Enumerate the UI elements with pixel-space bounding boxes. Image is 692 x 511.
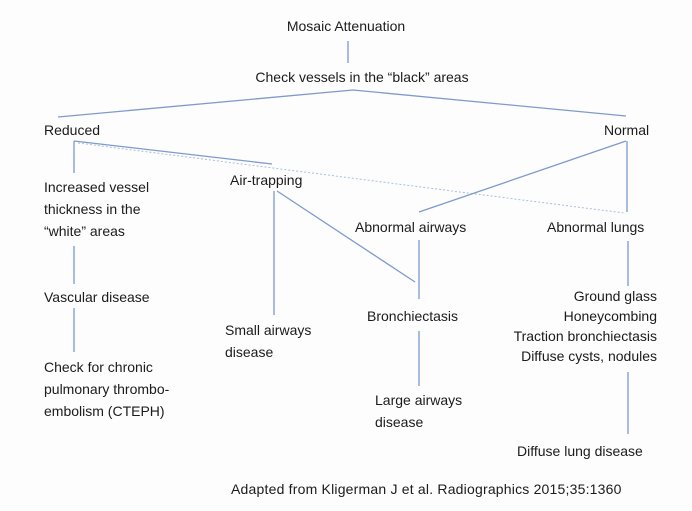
node-air-trapping: Air-trapping <box>230 172 303 188</box>
node-small-airways-disease: Small airways disease <box>225 322 312 360</box>
edge-check-vessels-to-reduced-and-normal <box>57 89 627 118</box>
node-bronchiectasis: Bronchiectasis <box>367 308 459 324</box>
node-vascular-disease: Vascular disease <box>44 289 150 305</box>
node-large-airways-disease: Large airways disease <box>375 392 463 430</box>
edge-normal-to-abnormal-airways <box>418 140 627 213</box>
node-normal: Normal <box>604 122 650 138</box>
node-parenchymal-findings: Ground glass Honeycombing Traction bronc… <box>513 288 657 364</box>
node-abnormal-airways: Abnormal airways <box>355 219 467 235</box>
edge-air-trapping-to-bronchiectasis <box>276 190 416 283</box>
source-caption: Adapted from Kligerman J et al. Radiogra… <box>231 481 622 497</box>
node-diffuse-lung-disease: Diffuse lung disease <box>517 443 643 459</box>
node-increased-vessel-thickness: Increased vessel thickness in the “white… <box>44 179 150 239</box>
edge-reduced-to-air-trapping <box>73 140 273 165</box>
node-reduced: Reduced <box>44 122 101 138</box>
node-mosaic-attenuation: Mosaic Attenuation <box>286 18 406 34</box>
node-abnormal-lungs: Abnormal lungs <box>547 219 645 235</box>
edge-reduced-to-abnormal-lungs-dotted <box>77 142 625 214</box>
node-cteph: Check for chronic pulmonary thrombo- emb… <box>44 359 170 419</box>
node-check-vessels: Check vessels in the “black” areas <box>255 69 469 85</box>
